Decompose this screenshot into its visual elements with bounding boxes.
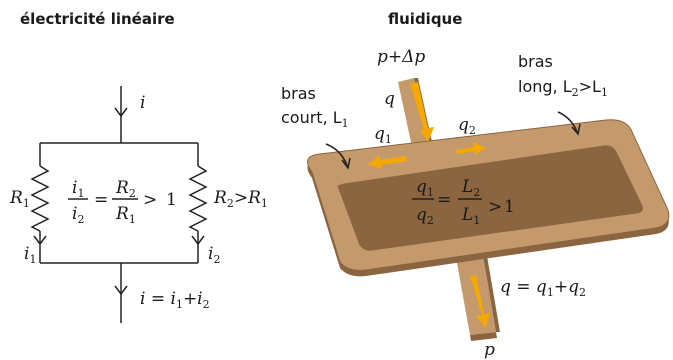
flow-left-label: q1: [374, 124, 392, 146]
short-arm-label-line1: bras: [281, 84, 316, 103]
svg-text:R2: R2: [115, 178, 136, 200]
fluid-ratio-equation: q1 q2 = L2 L1 > 1: [412, 177, 515, 227]
outlet-flow-label: q = q1+q2: [500, 277, 586, 299]
svg-text:q1: q1: [416, 177, 434, 199]
svg-text:i2: i2: [72, 204, 84, 226]
inlet-pressure-label: p+Δp: [377, 47, 425, 67]
title-electricity: électricité linéaire: [20, 10, 175, 28]
electric-circuit: i R1 R2>R1 i1 i2 i1 i2 = R2 R1 > 1 i = i…: [9, 86, 268, 323]
arrow-inlet: [410, 82, 434, 142]
i1-label: i1: [24, 244, 36, 266]
svg-text:=: =: [437, 190, 451, 210]
r2-condition-label: R2>R1: [213, 188, 268, 210]
arrow-left-arm: [368, 155, 407, 169]
arrow-outlet: [470, 275, 490, 328]
long-arm-pointer: [557, 111, 579, 135]
arrow-right-arm: [456, 142, 486, 155]
outlet-pressure-label: p: [484, 340, 495, 360]
svg-text:=: =: [94, 190, 108, 210]
svg-text:q2: q2: [416, 205, 434, 227]
current-in-label: i: [140, 93, 145, 113]
title-fluidics: fluidique: [388, 10, 462, 28]
svg-text:>: >: [488, 197, 502, 217]
svg-text:1: 1: [504, 197, 515, 217]
fluidic-channel: p+Δp p q bras court, L1 bras long, L2>L1…: [281, 47, 670, 360]
svg-text:L1: L1: [461, 205, 480, 227]
flow-right-label: q2: [458, 115, 476, 137]
output-current-arrow: [114, 285, 128, 296]
i2-label: i2: [208, 244, 220, 266]
right-current-arrow: [191, 235, 205, 246]
svg-text:>: >: [143, 190, 157, 210]
electric-ratio-equation: i1 i2 = R2 R1 > 1: [68, 178, 177, 226]
resistor-r1: [30, 165, 50, 232]
long-arm-label-line2: long, L2>L1: [518, 77, 608, 99]
svg-text:1: 1: [166, 190, 177, 210]
short-arm-label-line2: court, L1: [281, 108, 349, 130]
input-current-arrow: [114, 107, 128, 118]
short-arm-pointer: [325, 143, 349, 169]
r1-label: R1: [9, 188, 30, 210]
svg-text:L2: L2: [461, 177, 480, 199]
loop-inner-wall: [338, 145, 620, 198]
left-current-arrow: [33, 235, 47, 246]
current-out-label: i = i1+i2: [140, 289, 210, 311]
inlet-flow-label: q: [384, 89, 395, 109]
svg-text:R1: R1: [115, 204, 136, 226]
svg-text:i1: i1: [72, 178, 84, 200]
flow-arrows: [368, 82, 490, 328]
long-arm-label-line1: bras: [518, 52, 553, 71]
resistor-r2: [188, 165, 208, 232]
